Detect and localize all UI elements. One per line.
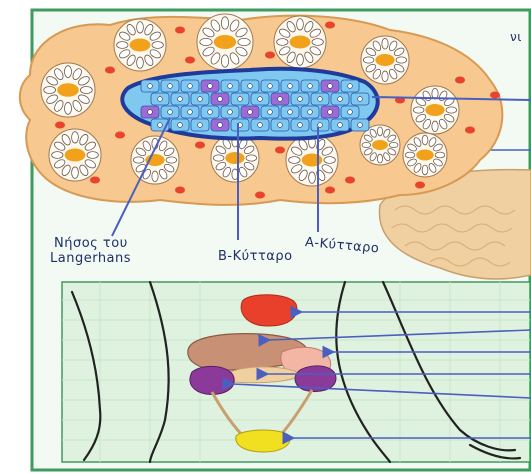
acinus [274,16,326,68]
cell-nucleus [258,123,263,128]
red-blood-cell [175,27,185,34]
cell-nucleus [228,84,233,89]
acinus [49,129,101,181]
red-blood-cell [55,122,65,129]
beta-cell-label: Β-Κύτταρο [218,249,293,264]
cell-nucleus [278,97,283,102]
cell-nucleus [338,123,343,128]
cell-nucleus [328,110,333,115]
red-blood-cell [115,132,125,139]
cell-nucleus [208,84,213,89]
cell-nucleus [148,84,153,89]
red-blood-cell [90,177,100,184]
cell-nucleus [248,84,253,89]
cell-nucleus [158,97,163,102]
cell-nucleus [308,110,313,115]
cell-nucleus [218,97,223,102]
red-blood-cell [265,52,275,59]
cell-nucleus [158,123,163,128]
cell-nucleus [168,84,173,89]
cell-nucleus [328,84,333,89]
cell-nucleus [258,97,263,102]
cell-nucleus [288,84,293,89]
acinus [211,134,259,182]
cell-nucleus [348,84,353,89]
cell-nucleus [248,110,253,115]
bladder-organ [236,430,290,452]
acinus [41,63,95,117]
cell-nucleus [168,110,173,115]
red-blood-cell [490,92,500,99]
red-blood-cell [455,77,465,84]
acinus [361,36,409,84]
kidney-left [190,366,234,394]
cell-nucleus [198,97,203,102]
cell-nucleus [268,84,273,89]
cell-nucleus [318,97,323,102]
red-blood-cell [105,67,115,74]
cell-nucleus [318,123,323,128]
thyroid-organ [241,295,297,326]
acinus [403,133,447,177]
acinus [131,136,179,184]
red-blood-cell [175,187,185,194]
top-right-label-fragment: νι [510,30,522,45]
red-blood-cell [185,57,195,64]
cell-nucleus [338,97,343,102]
acinus [286,134,338,186]
cell-nucleus [268,110,273,115]
cell-nucleus [308,84,313,89]
cell-nucleus [208,110,213,115]
cell-nucleus [198,123,203,128]
red-blood-cell [325,22,335,29]
cell-nucleus [188,110,193,115]
red-blood-cell [415,182,425,189]
red-blood-cell [255,192,265,199]
red-blood-cell [345,177,355,184]
cell-nucleus [298,97,303,102]
cell-nucleus [238,97,243,102]
cell-nucleus [348,110,353,115]
islet-label-line1: Νήσος του [54,236,128,251]
cell-nucleus [288,110,293,115]
cell-nucleus [278,123,283,128]
cell-nucleus [298,123,303,128]
cell-nucleus [358,97,363,102]
red-blood-cell [275,147,285,154]
cell-nucleus [358,123,363,128]
red-blood-cell [465,127,475,134]
acinus [197,14,253,70]
acinus [411,86,459,134]
islet-label-line2: Langerhans [50,251,131,266]
red-blood-cell [195,142,205,149]
acinus [114,19,166,71]
cell-nucleus [178,97,183,102]
cell-nucleus [188,84,193,89]
cell-nucleus [148,110,153,115]
cell-nucleus [218,123,223,128]
cell-nucleus [228,110,233,115]
cell-nucleus [178,123,183,128]
red-blood-cell [325,187,335,194]
